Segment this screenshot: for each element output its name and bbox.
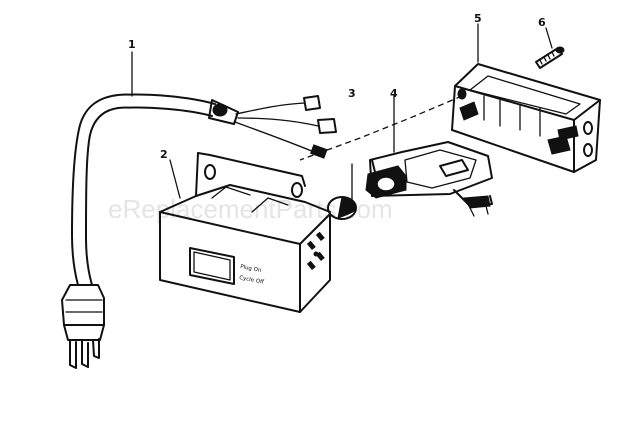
callout-6: 6 (538, 16, 546, 29)
switch-mechanism (365, 95, 493, 217)
callout-3: 3 (348, 87, 356, 100)
switch-label-line1: Plug On (240, 264, 263, 274)
switch-box-housing: Plug On Cycle Off (159, 152, 331, 313)
power-cord (71, 93, 337, 286)
callout-4: 4 (390, 87, 398, 100)
switch-knob (327, 163, 357, 220)
switch-label-line2: Cycle Off (239, 275, 265, 286)
callout-1: 1 (128, 38, 136, 51)
screw (535, 27, 565, 69)
terminal-frame (451, 23, 601, 173)
callout-5: 5 (474, 12, 482, 25)
assembly-centerline (299, 95, 463, 161)
plug (61, 284, 105, 369)
callout-2: 2 (160, 148, 168, 161)
